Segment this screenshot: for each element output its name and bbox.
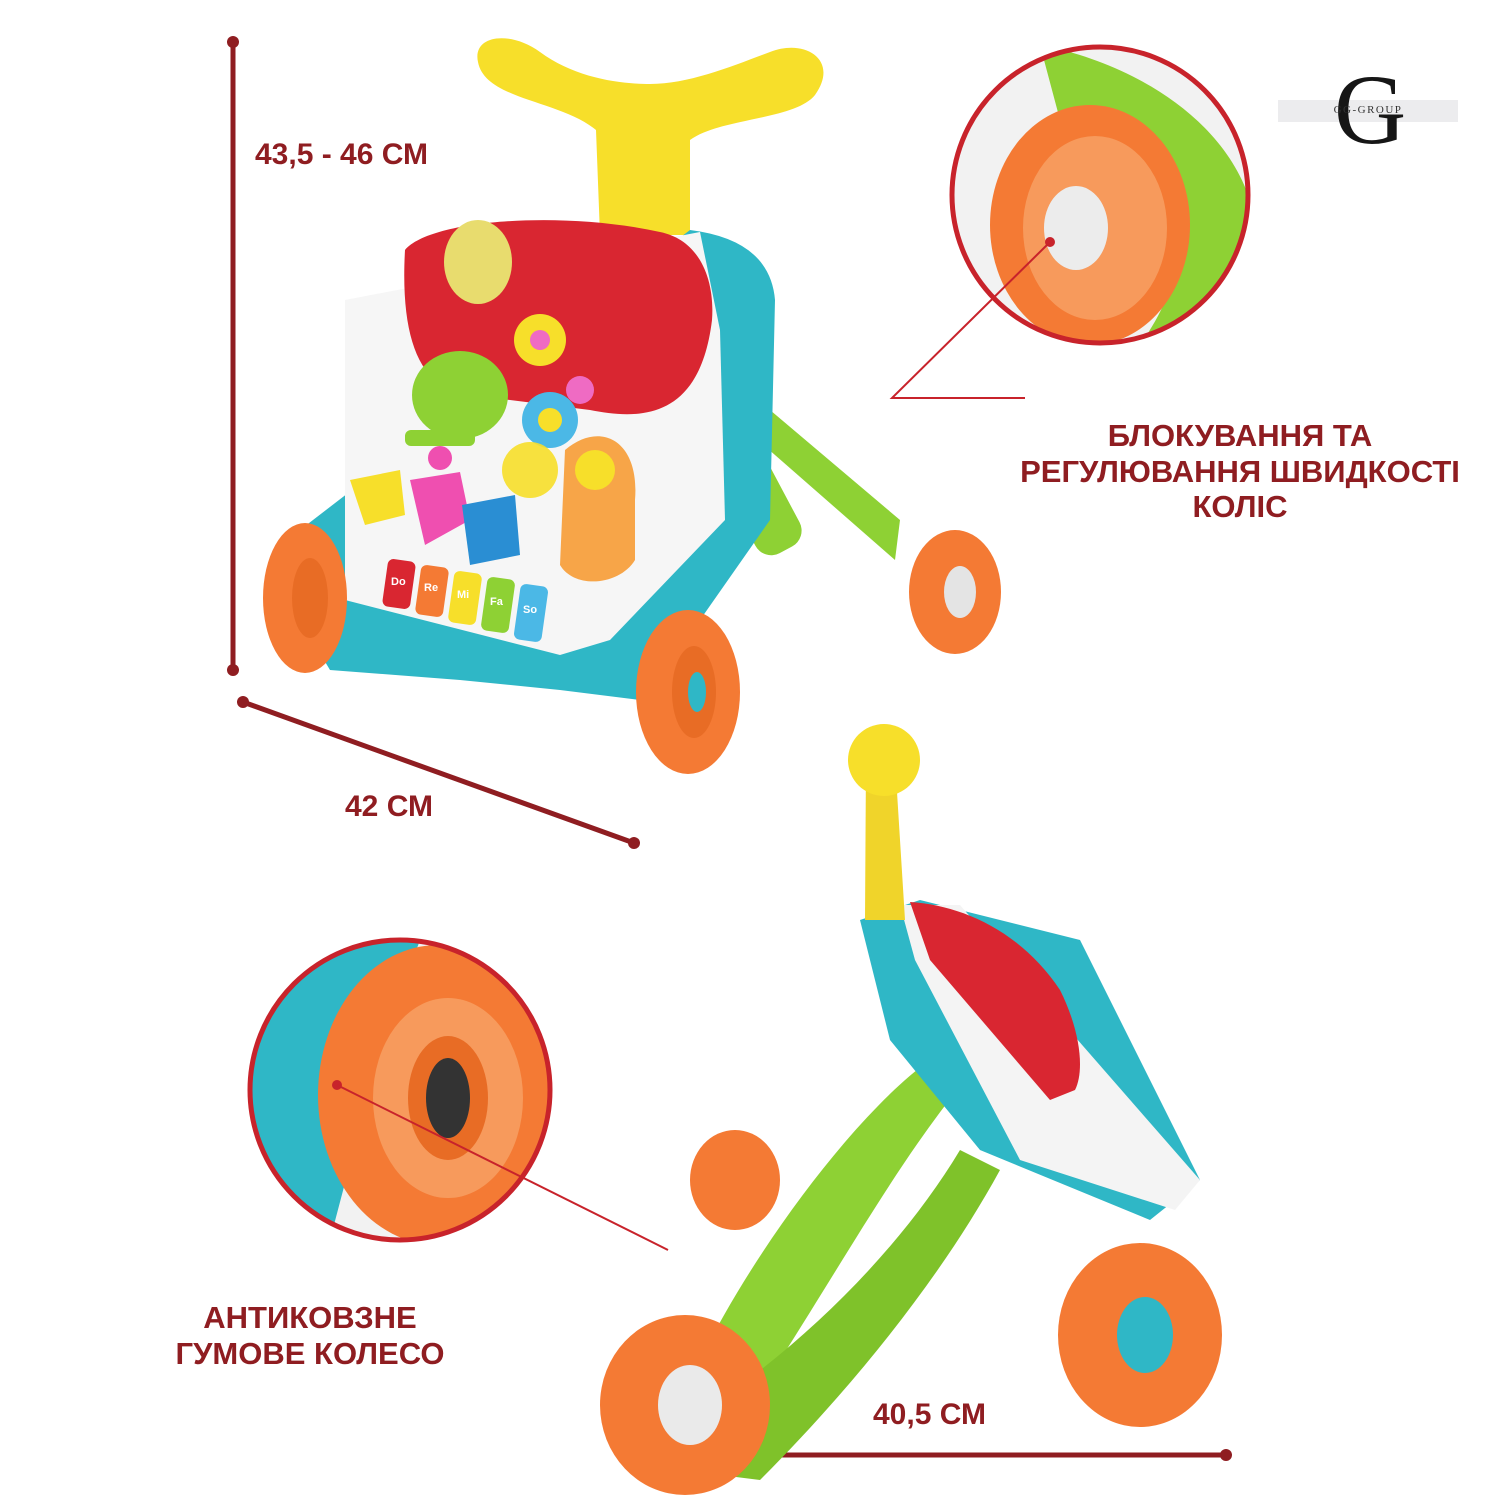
piano-key-do: Do: [391, 576, 406, 588]
rubber-wheel-zoom-circle: [247, 937, 669, 1251]
rubber-wheel-feature-label: АНТИКОВЗНЕ ГУМОВЕ КОЛЕСО: [175, 1300, 445, 1371]
wheel-lock-zoom-circle: [889, 44, 1251, 399]
piano-key-fa: Fa: [490, 596, 504, 608]
logo-bar: [1278, 100, 1458, 122]
height-dimension-label: 43,5 - 46 СМ: [255, 138, 429, 171]
walker-side-view: [600, 724, 1222, 1495]
piano-key-mi: Mi: [457, 589, 469, 601]
piano-key-re: Re: [424, 582, 438, 594]
front-width-dimension-line: [237, 696, 640, 849]
height-dimension-line: [227, 36, 239, 676]
piano-key-labels: Do Re Mi Fa So: [391, 576, 537, 616]
brand-logo: G GG-GROUP: [1278, 60, 1458, 160]
walker-front-view: [263, 38, 1001, 774]
logo-wordmark: GG-GROUP: [1333, 104, 1403, 116]
wheel-lock-feature-label: БЛОКУВАННЯ ТА РЕГУЛЮВАННЯ ШВИДКОСТІ КОЛІ…: [1020, 418, 1460, 525]
piano-key-so: So: [523, 604, 537, 616]
logo-letter: G: [1334, 54, 1407, 165]
front-width-dimension-label: 42 СМ: [345, 790, 433, 823]
side-length-dimension-label: 40,5 СМ: [873, 1398, 986, 1431]
